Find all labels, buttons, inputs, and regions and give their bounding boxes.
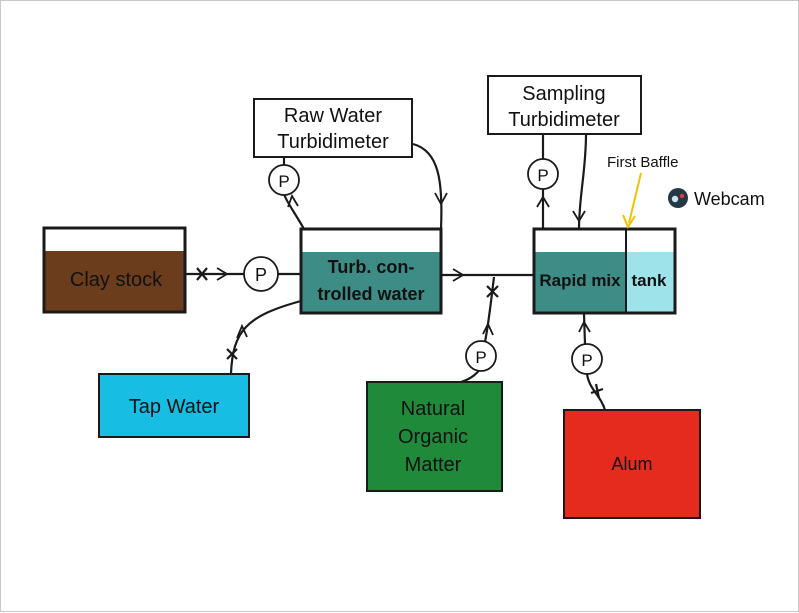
flow-arrows: [216, 192, 591, 339]
arrow-clay-flow: [216, 267, 229, 281]
arrow-alum-flow: [578, 320, 591, 333]
turb-controlled-label-line1: Turb. con-: [328, 257, 415, 277]
pump-sampling-label: P: [537, 166, 548, 185]
pipe-turb-to-raw-pump: [282, 193, 305, 230]
valve-nom: [486, 285, 499, 298]
alum-source: Alum: [563, 409, 701, 519]
pipe-raw-meter-return: [412, 142, 443, 230]
pump-sampling: P: [527, 158, 559, 190]
pump-alum-label: P: [581, 351, 592, 370]
pump-raw-label: P: [278, 172, 289, 191]
pump-alum: P: [571, 343, 603, 375]
clay-stock-outline: [42, 226, 187, 314]
pump-icon: [571, 343, 603, 375]
clay-stock-tank: Clay stock: [42, 226, 187, 314]
raw-water-label-line2: Turbidimeter: [277, 131, 389, 153]
clay-stock-label: Clay stock: [70, 269, 163, 291]
pipe-nom-pump-to-main: [483, 276, 496, 343]
tap-water-label: Tap Water: [129, 396, 220, 418]
valve-tap: [226, 348, 238, 360]
rapid-mix-fill: [534, 252, 626, 312]
arrow-samp-return-flow: [572, 210, 586, 223]
arrow-raw-sample-flow: [287, 193, 299, 208]
clay-stock-fill: [44, 251, 185, 312]
arrow-samp-flow: [536, 195, 550, 208]
arrow-nom-flow: [482, 321, 494, 336]
pump-nom-label: P: [475, 348, 486, 367]
tank-label: tank: [632, 271, 668, 290]
pipe-tap-to-turb: [229, 299, 302, 374]
first-baffle-pointer: [628, 172, 642, 224]
tap-water-source: Tap Water: [98, 373, 250, 438]
webcam-light: [679, 193, 685, 199]
turb-controlled-fill: [301, 252, 441, 312]
pump-icon: [527, 158, 559, 190]
arrow-turb-to-rapid: [452, 268, 465, 282]
pump-clay: P: [243, 256, 279, 292]
first-baffle-pointer-head: [622, 214, 636, 230]
tap-water-box: [98, 373, 250, 438]
rapid-mix-outline: [532, 227, 677, 315]
sampling-label-line2: Turbidimeter: [508, 109, 620, 131]
turb-controlled-tank: Turb. con- trolled water: [299, 227, 443, 315]
arrow-raw-return-flow: [434, 192, 448, 206]
rapid-mix-label: Rapid mix: [539, 271, 621, 290]
pump-nom: P: [465, 340, 497, 372]
raw-water-turbidimeter-box: [253, 98, 413, 158]
sampling-label-line1: Sampling: [522, 83, 605, 105]
nom-box: [366, 381, 503, 492]
first-baffle-label: First Baffle: [607, 154, 678, 171]
pump-raw-water: P: [268, 164, 300, 196]
webcam-label: Webcam: [694, 189, 765, 209]
webcam: Webcam: [668, 188, 765, 209]
pump-icon: [243, 256, 279, 292]
alum-box: [563, 409, 701, 519]
tank-section-fill: [626, 252, 675, 312]
rapid-mix-tank: Rapid mix tank: [532, 227, 677, 315]
webcam-lens: [671, 195, 679, 203]
sampling-turbidimeter: Sampling Turbidimeter: [487, 75, 642, 135]
nom-source: Natural Organic Matter: [366, 381, 503, 492]
raw-water-turbidimeter: Raw Water Turbidimeter: [253, 98, 413, 158]
pump-clay-label: P: [255, 265, 267, 285]
arrow-tap-flow: [236, 323, 248, 339]
nom-label-line1: Natural: [401, 398, 465, 420]
nom-label-line3: Matter: [405, 454, 462, 476]
raw-water-label-line1: Raw Water: [284, 105, 383, 127]
turb-controlled-label-line2: trolled water: [317, 284, 424, 304]
valves: [196, 267, 604, 399]
turb-controlled-outline: [299, 227, 443, 315]
sampling-turbidimeter-box: [487, 75, 642, 135]
pipe-alum-pump-to-rapid: [582, 313, 587, 345]
alum-label: Alum: [611, 454, 652, 474]
nom-label-line2: Organic: [398, 426, 468, 448]
pump-icon: [268, 164, 300, 196]
valve-alum: [590, 383, 604, 399]
pump-icon: [465, 340, 497, 372]
valve-clay: [196, 267, 208, 281]
